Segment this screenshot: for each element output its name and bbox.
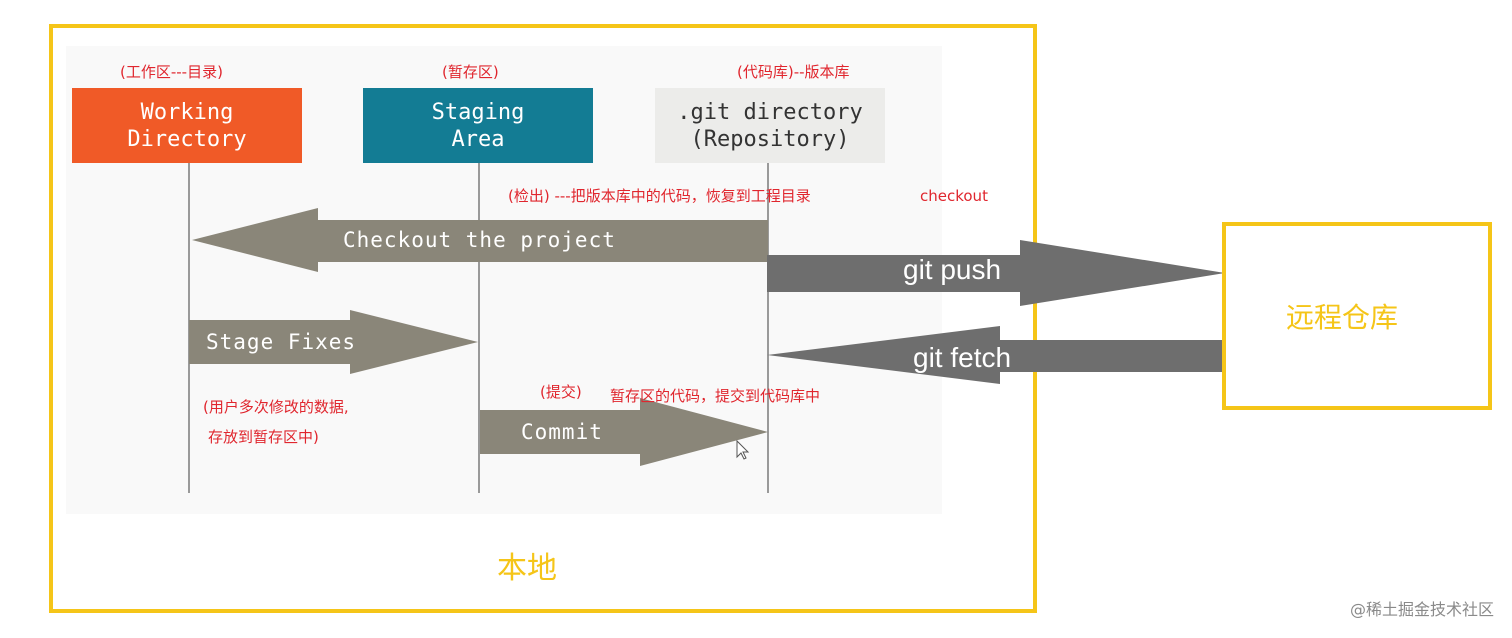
git-push-arrow	[767, 240, 1225, 306]
checkout-note-en: checkout	[920, 187, 988, 205]
repository-box: .git directory (Repository)	[655, 88, 885, 163]
checkout-note: (检出) ---把版本库中的代码，恢复到工程目录	[508, 187, 811, 205]
stage-note-line1: (用户多次修改的数据,	[203, 398, 349, 416]
working-directory-title: Working Directory	[127, 99, 247, 152]
stage-note-line2: 存放到暂存区中)	[208, 428, 319, 446]
local-label: 本地	[497, 551, 557, 586]
staging-lifeline	[478, 163, 480, 493]
remote-repo-frame	[1222, 222, 1492, 410]
commit-label: Commit	[521, 420, 603, 444]
git-fetch-arrow	[767, 326, 1225, 384]
repo-lifeline	[767, 163, 769, 493]
repository-title: .git directory (Repository)	[677, 99, 863, 152]
working-note: (工作区---目录)	[120, 63, 223, 81]
watermark: @稀土掘金技术社区	[1349, 600, 1494, 619]
remote-repo-label: 远程仓库	[1286, 301, 1399, 334]
git-fetch-label: git fetch	[913, 342, 1012, 373]
working-directory-box: Working Directory	[72, 88, 302, 163]
commit-note: 暂存区的代码，提交到代码库中	[610, 387, 821, 405]
staging-area-title: Staging Area	[431, 99, 525, 152]
mouse-cursor-icon	[736, 439, 750, 460]
commit-arrow	[480, 398, 768, 466]
stage-fixes-label: Stage Fixes	[206, 330, 357, 354]
checkout-arrow	[192, 208, 768, 272]
local-frame	[49, 24, 1037, 613]
repo-note: (代码库)--版本库	[737, 63, 850, 81]
commit-tag-note: (提交)	[540, 383, 582, 401]
checkout-label: Checkout the project	[343, 228, 616, 252]
stage-arrow	[189, 310, 478, 374]
git-push-label: git push	[903, 254, 1002, 285]
staging-area-box: Staging Area	[363, 88, 593, 163]
staging-note: (暂存区)	[442, 63, 499, 81]
